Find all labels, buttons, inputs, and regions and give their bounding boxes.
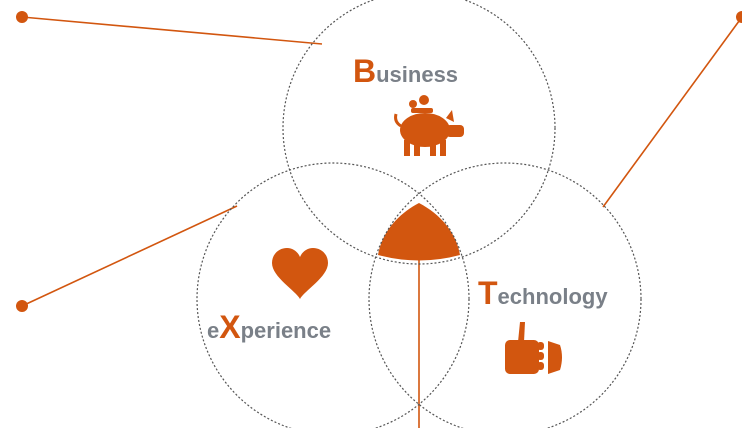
technology-circle [368,162,642,428]
business-circle [282,0,556,265]
heart-icon [272,248,328,299]
experience-label: eXperience [207,309,331,345]
thumbs-up-icon [505,322,562,374]
leader-line-top-right [602,16,742,208]
technology-label: Technology [478,275,608,311]
technology-label-rest: echnology [498,284,609,309]
leader-dot-top-right [736,11,742,23]
experience-circle [196,162,470,428]
technology-label-initial: T [478,275,498,311]
piggy-bank-icon [394,95,464,156]
leader-line-top-left [21,16,323,45]
leader-dot-bottom-left [16,300,28,312]
experience-label-prefix: e [207,318,219,343]
experience-label-initial: X [219,309,241,345]
leader-dot-top-left [16,11,28,23]
business-label: Business [353,53,458,89]
business-label-initial: B [353,53,376,89]
business-label-rest: usiness [376,62,458,87]
experience-label-rest: perience [241,318,332,343]
leader-line-bottom-left [21,205,238,307]
center-intersection [378,203,460,261]
